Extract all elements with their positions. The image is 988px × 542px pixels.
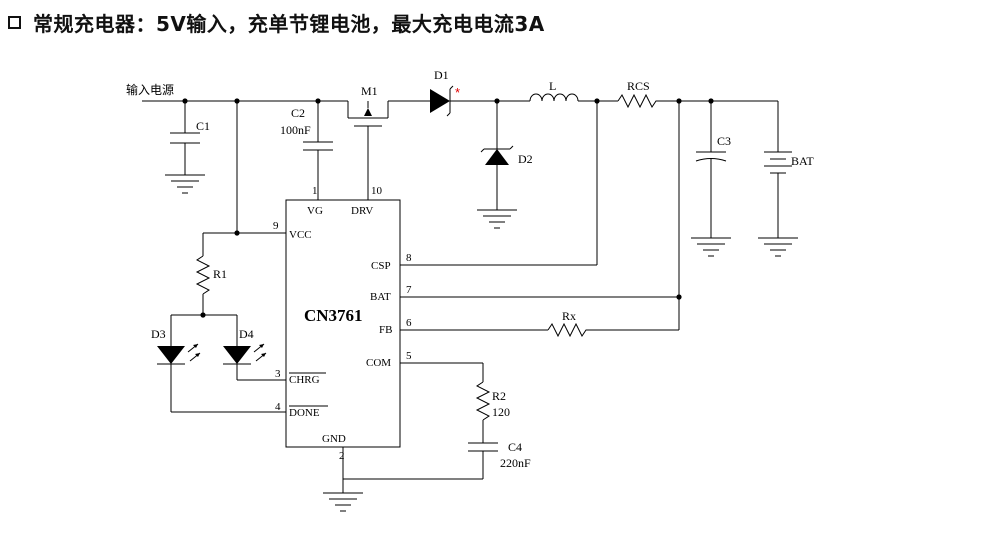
resistor-rx xyxy=(400,322,679,338)
pin-drv-num: 10 xyxy=(371,185,383,197)
capacitor-c1 xyxy=(165,101,205,194)
c2-value: 100nF xyxy=(280,123,311,137)
pin-fb-num: 6 xyxy=(406,317,412,329)
pin-done-name: DONE xyxy=(289,407,320,419)
pin-gnd-name: GND xyxy=(322,433,346,445)
battery-bat xyxy=(758,101,798,257)
c4-label: C4 xyxy=(508,440,522,454)
chip-name: CN3761 xyxy=(304,306,363,325)
pin-vcc-name: VCC xyxy=(289,229,312,241)
d1-label: D1 xyxy=(434,68,449,82)
pin-vg-name: VG xyxy=(307,205,323,217)
page-title: 常规充电器：5V输入，充单节锂电池，最大充电电流3A xyxy=(33,11,545,36)
pin-com-num: 5 xyxy=(406,350,412,362)
c1-label: C1 xyxy=(196,119,210,133)
pin-csp-name: CSP xyxy=(371,260,391,272)
diode-d2 xyxy=(477,101,517,229)
pin-drv-name: DRV xyxy=(351,205,373,217)
resistor-r2 xyxy=(400,362,491,443)
r2-label: R2 xyxy=(492,389,506,403)
d4-label: D4 xyxy=(239,327,254,341)
junction-dots xyxy=(182,98,714,318)
pin-done-num: 4 xyxy=(275,401,281,413)
capacitor-c3 xyxy=(691,101,731,257)
pin-csp-num: 8 xyxy=(406,252,412,264)
capacitor-c4 xyxy=(343,442,498,480)
rx-label: Rx xyxy=(562,309,576,323)
pin-fb-name: FB xyxy=(379,324,392,336)
pin-com-name: COM xyxy=(366,357,391,369)
capacitor-c2 xyxy=(303,101,333,200)
pin-gnd-num: 2 xyxy=(339,450,345,462)
c2-label: C2 xyxy=(291,106,305,120)
resistor-r1 xyxy=(195,233,211,315)
pin-chrg-num: 3 xyxy=(275,368,281,380)
led-d4 xyxy=(223,315,267,380)
r2-value: 120 xyxy=(492,405,510,419)
mosfet-m1 xyxy=(347,101,389,200)
l-label: L xyxy=(549,79,556,93)
diode-d1 xyxy=(430,85,454,117)
d1-mark: * xyxy=(455,85,460,100)
title-bar: 常规充电器：5V输入，充单节锂电池，最大充电电流3A xyxy=(8,6,545,38)
m1-label: M1 xyxy=(361,84,378,98)
d2-label: D2 xyxy=(518,152,533,166)
pin-vg-num: 1 xyxy=(312,185,318,197)
inductor-l xyxy=(529,93,579,102)
ground-chip xyxy=(323,447,363,512)
pin-chrg-name: CHRG xyxy=(289,374,320,386)
bat-label: BAT xyxy=(791,154,814,168)
r1-label: R1 xyxy=(213,267,227,281)
led-d3 xyxy=(157,315,201,412)
input-power-label: 输入电源 xyxy=(126,82,174,97)
pin-vcc-num: 9 xyxy=(273,220,279,232)
resistor-rcs xyxy=(617,93,660,109)
c3-label: C3 xyxy=(717,134,731,148)
bullet-square-icon xyxy=(8,15,21,29)
pin-bat-name: BAT xyxy=(370,291,391,303)
rcs-label: RCS xyxy=(627,79,650,93)
c4-value: 220nF xyxy=(500,456,531,470)
d3-label: D3 xyxy=(151,327,166,341)
pin-bat-num: 7 xyxy=(406,284,412,296)
